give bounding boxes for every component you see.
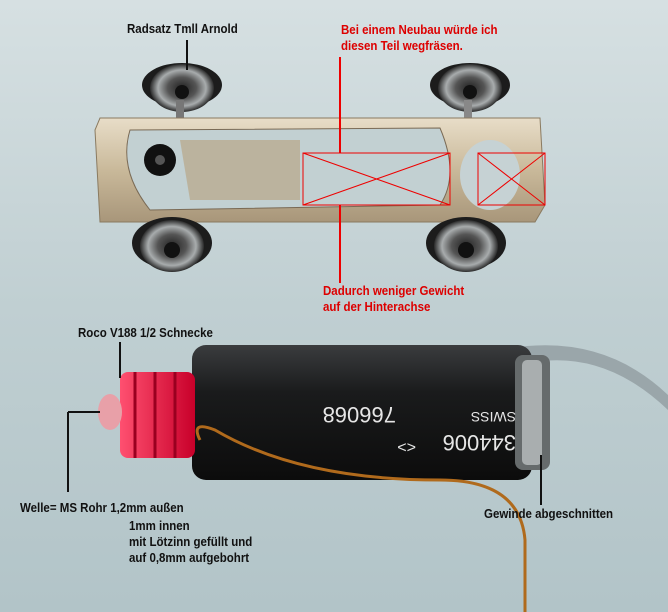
- worm-gear: [98, 372, 195, 458]
- label-weight-2: auf der Hinterachse: [323, 300, 431, 314]
- label-wheelset: Radsatz Tmll Arnold: [127, 22, 238, 36]
- wheel: [430, 63, 510, 112]
- label-redesign-1: Bei einem Neubau würde ich: [341, 23, 498, 37]
- wheel: [142, 63, 222, 112]
- motor-print: 344006 <> SWISS 766068: [236, 395, 526, 455]
- label-weight-1: Dadurch weniger Gewicht: [323, 284, 465, 298]
- motor: [98, 345, 668, 612]
- motor-symbol: <>: [397, 438, 416, 455]
- removal-markup: [302, 57, 546, 283]
- label-shaft-2: 1mm innen: [129, 519, 190, 533]
- pinion-gear: [144, 144, 176, 176]
- label-redesign-2: diesen Teil wegfräsen.: [341, 39, 463, 53]
- label-shaft-4: auf 0,8mm aufgebohrt: [129, 551, 250, 565]
- label-thread: Gewinde abgeschnitten: [484, 507, 614, 521]
- pointer-lines: [67, 40, 542, 505]
- motor-code: 344006: [442, 430, 516, 455]
- label-shaft-3: mit Lötzinn gefüllt und: [129, 535, 253, 549]
- wheel: [132, 217, 212, 272]
- chassis: [94, 63, 546, 272]
- label-shaft-1: Welle= MS Rohr 1,2mm außen: [20, 501, 184, 515]
- wheel: [426, 217, 506, 272]
- motor-brand: SWISS: [470, 409, 516, 425]
- label-worm: Roco V188 1/2 Schnecke: [78, 326, 213, 340]
- motor-number-text: 766068: [322, 402, 396, 427]
